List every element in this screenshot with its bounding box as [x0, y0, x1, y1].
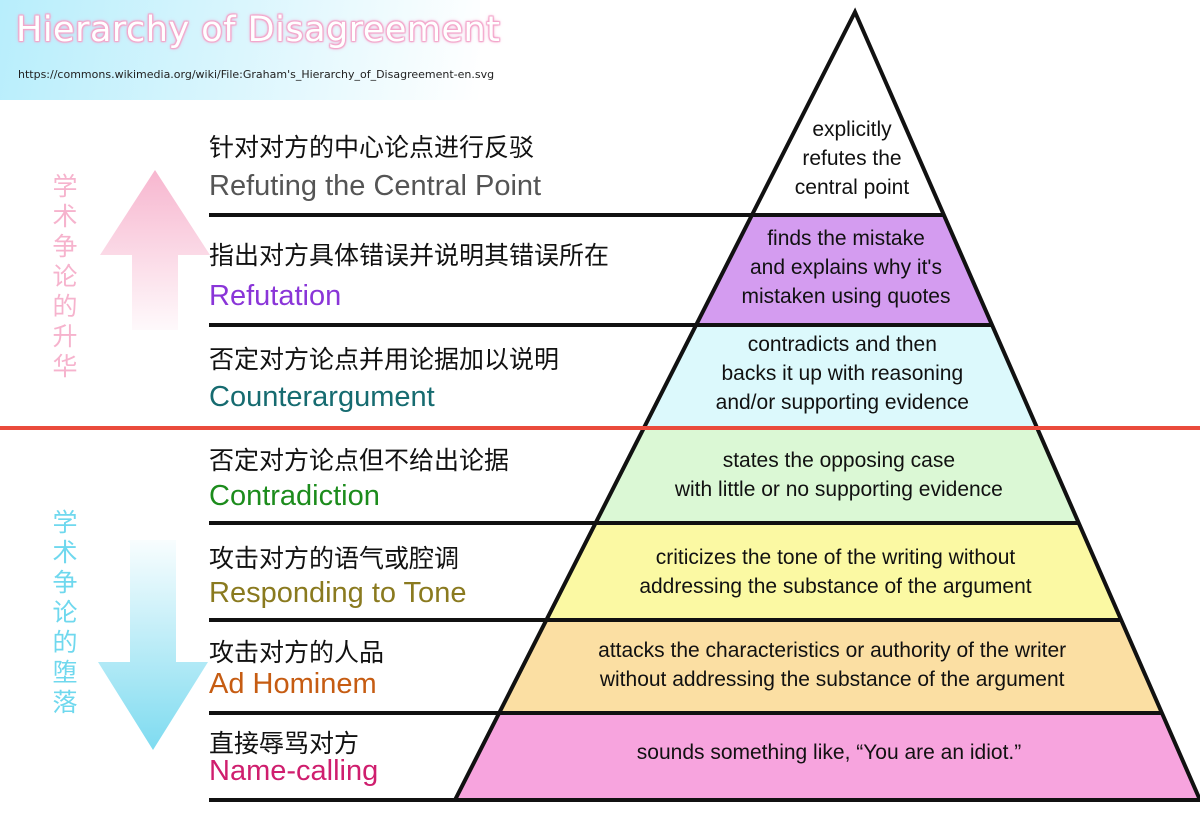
pyramid-tier-2 [696, 215, 993, 325]
up-arrow-icon [100, 170, 210, 330]
down-arrow-icon [98, 540, 208, 750]
title-banner: Hierarchy of Disagreement https://common… [0, 0, 500, 100]
level-description: contradicts and then backs it up with rea… [442, 330, 1200, 417]
vertical-char: 华 [52, 352, 78, 381]
level-description: states the opposing case with little or n… [439, 446, 1200, 504]
level-description: attacks the characteristics or authority… [432, 636, 1200, 694]
description-line: criticizes the tone of the writing witho… [655, 546, 1016, 569]
vertical-label-upper: 学术争论的升华 [50, 172, 80, 382]
level-description: finds the mistake and explains why it's mi… [446, 224, 1200, 311]
description-line: contradicts and then [747, 333, 937, 356]
level-label-zh: 攻击对方的语气或腔调 [209, 544, 460, 573]
level-label-en: Name-calling [209, 755, 379, 787]
pyramid-tier-1 [751, 12, 944, 215]
vertical-char: 争 [52, 568, 78, 597]
description-line: refutes the [802, 147, 902, 170]
separator-line [209, 618, 1121, 622]
pyramid-tier-4 [595, 426, 1079, 523]
level-label-en: Refuting the Central Point [209, 170, 542, 202]
description-line: and explains why it's [750, 256, 942, 279]
vertical-char: 术 [52, 538, 78, 567]
description-line: and/or supporting evidence [715, 391, 969, 414]
vertical-char: 学 [52, 508, 78, 537]
separator-line [209, 521, 1079, 525]
divider-line [0, 426, 1200, 430]
description-line: without addressing the substance of the … [599, 668, 1065, 691]
description-line: with little or no supporting evidence [674, 478, 1003, 501]
description-line: states the opposing case [722, 449, 956, 472]
description-line: sounds something like, “You are an idiot… [636, 741, 1022, 764]
description-line: central point [794, 176, 910, 199]
vertical-char: 的 [52, 628, 78, 657]
page-title: Hierarchy of Disagreement [16, 10, 501, 50]
level-label-zh: 指出对方具体错误并说明其错误所在 [209, 241, 610, 270]
pyramid-tier-7 [455, 713, 1200, 800]
vertical-char: 学 [52, 172, 78, 201]
description-line: explicitly [812, 118, 892, 141]
vertical-char: 论 [52, 598, 78, 627]
level-description: sounds something like, “You are an idiot… [429, 738, 1200, 767]
description-line: finds the mistake [767, 227, 925, 250]
vertical-char: 落 [52, 688, 78, 717]
vertical-char: 术 [52, 202, 78, 231]
pyramid-tier-6 [499, 620, 1162, 713]
description-line: addressing the substance of the argument [639, 575, 1032, 598]
level-label-en: Counterargument [209, 381, 435, 413]
description-line: backs it up with reasoning [721, 362, 964, 385]
vertical-char: 争 [52, 232, 78, 261]
vertical-char: 升 [52, 322, 78, 351]
vertical-char: 论 [52, 262, 78, 291]
level-label-zh: 否定对方论点但不给出论据 [209, 446, 510, 475]
separator-line [209, 213, 944, 217]
vertical-char: 的 [52, 292, 78, 321]
separator-line [209, 323, 992, 327]
level-description: criticizes the tone of the writing witho… [435, 543, 1200, 601]
level-label-en: Responding to Tone [209, 577, 467, 609]
description-line: mistaken using quotes [741, 285, 951, 308]
vertical-char: 堕 [52, 658, 78, 687]
level-label-en: Contradiction [209, 480, 380, 512]
separator-line [209, 711, 1162, 715]
vertical-label-lower: 学术争论的堕落 [50, 508, 80, 718]
level-label-zh: 否定对方论点并用论据加以说明 [209, 345, 560, 374]
level-description: explicitly refutes the central point [452, 115, 1200, 202]
level-label-en: Refutation [209, 280, 342, 312]
level-label-zh: 针对对方的中心论点进行反驳 [209, 133, 535, 162]
pyramid-tier-5 [546, 523, 1122, 620]
separator-line [209, 798, 1200, 802]
level-label-zh: 直接辱骂对方 [209, 729, 360, 758]
level-label-zh: 攻击对方的人品 [209, 638, 385, 667]
source-url: https://commons.wikimedia.org/wiki/File:… [18, 68, 495, 81]
description-line: attacks the characteristics or authority… [598, 639, 1067, 662]
pyramid-tier-3 [644, 325, 1037, 426]
level-label-en: Ad Hominem [209, 668, 377, 700]
